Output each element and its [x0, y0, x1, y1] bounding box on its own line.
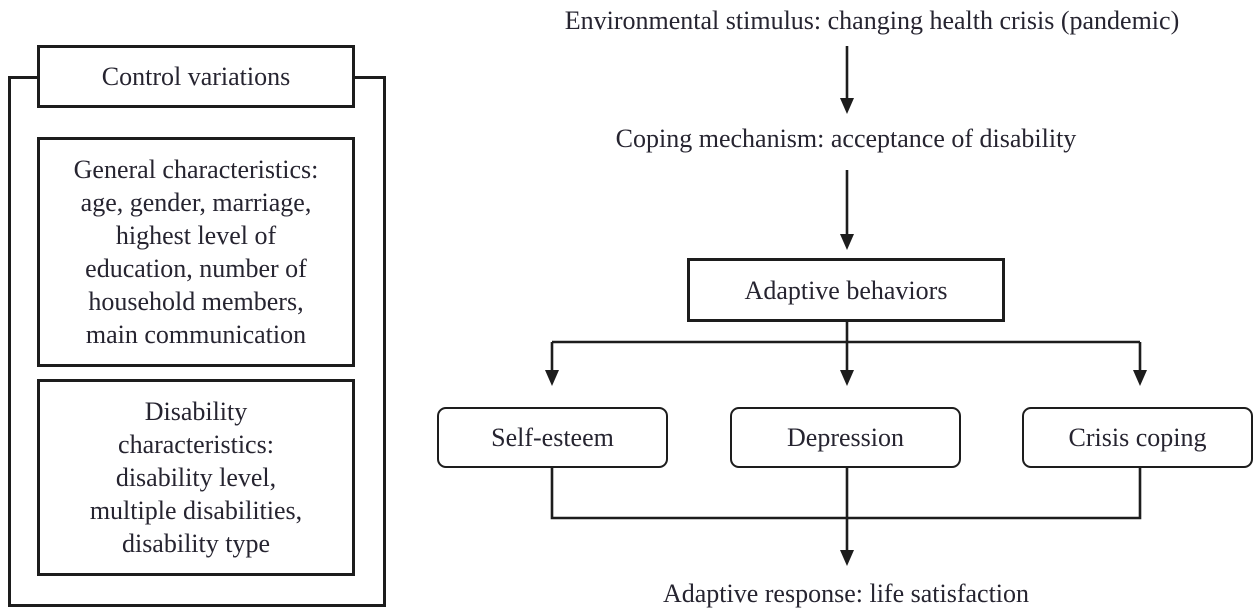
arrowhead-response — [840, 550, 854, 566]
adaptive-behaviors-box: Adaptive behaviors — [687, 258, 1005, 322]
arrowhead-depression — [840, 370, 854, 386]
coping-mechanism-label: Coping mechanism: acceptance of disabili… — [615, 124, 1077, 153]
depression-box: Depression — [730, 407, 961, 468]
arrowhead-coping — [840, 234, 854, 250]
crisis-coping-box: Crisis coping — [1022, 407, 1253, 468]
adaptive-response-label: Adaptive response: life satisfaction — [662, 579, 1030, 608]
general-characteristics-label: General characteristics: age, gender, ma… — [73, 155, 319, 349]
disability-characteristics-label: Disability characteristics: disability l… — [89, 397, 303, 558]
environmental-stimulus-label: Environmental stimulus: changing health … — [564, 6, 1180, 35]
control-variations-box: Control variations — [37, 45, 355, 108]
control-variations-label: Control variations — [101, 62, 291, 91]
depression-label: Depression — [787, 423, 904, 452]
crisis-coping-label: Crisis coping — [1068, 423, 1207, 452]
self-esteem-label: Self-esteem — [491, 423, 614, 452]
arrowhead-selfesteem — [545, 370, 559, 386]
arrowhead-stimulus — [840, 98, 854, 114]
disability-characteristics-box: Disability characteristics: disability l… — [37, 379, 355, 576]
self-esteem-box: Self-esteem — [437, 407, 668, 468]
arrowhead-crisiscoping — [1133, 370, 1147, 386]
general-characteristics-box: General characteristics: age, gender, ma… — [37, 137, 355, 367]
adaptive-behaviors-label: Adaptive behaviors — [744, 275, 948, 305]
